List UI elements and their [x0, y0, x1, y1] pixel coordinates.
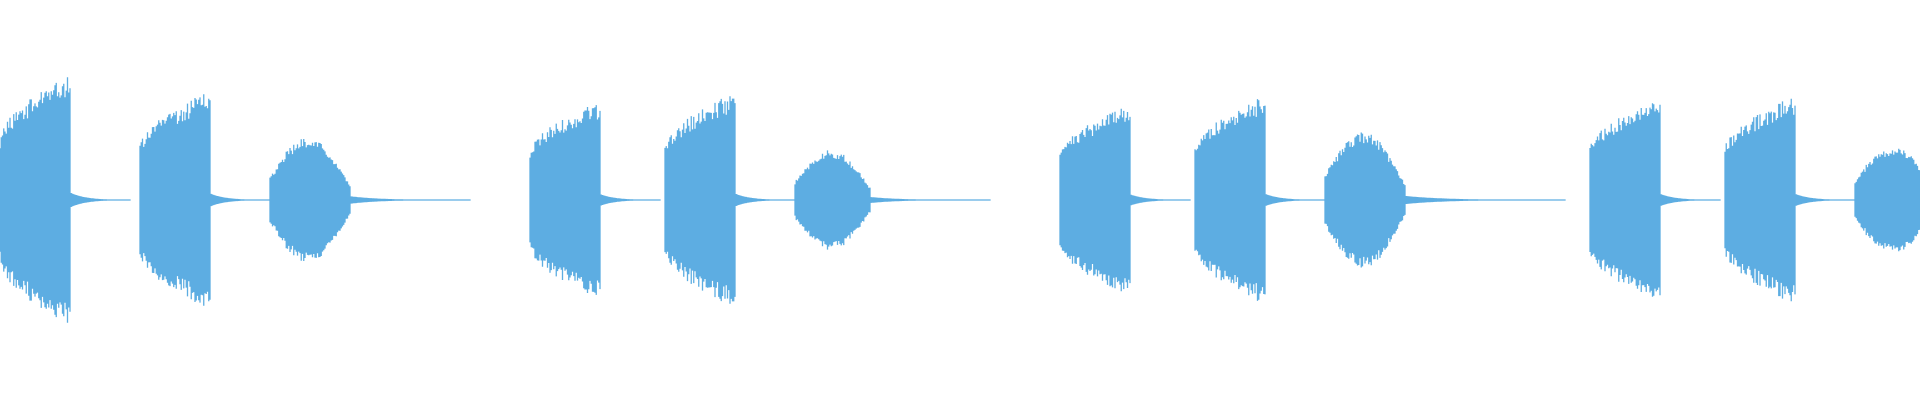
waveform-burst-path [1324, 132, 1566, 268]
waveform-burst-path [1724, 98, 1856, 302]
waveform-burst-path [0, 77, 131, 323]
waveform-burst-path [269, 139, 471, 261]
waveform-burst [1324, 132, 1566, 268]
waveform-burst-path [1194, 99, 1326, 301]
waveform-burst [529, 105, 661, 295]
waveform-burst [1724, 98, 1856, 302]
waveform-burst [1854, 148, 1920, 252]
waveform-burst-path [1589, 103, 1721, 297]
waveform-burst-path [139, 94, 271, 306]
waveform-burst [269, 139, 471, 261]
waveform-burst-path [794, 150, 991, 250]
waveform-burst-path [1059, 108, 1191, 292]
waveform-burst [794, 150, 991, 250]
waveform-burst-path [664, 96, 796, 304]
waveform-burst-path [529, 105, 661, 295]
waveform-burst [139, 94, 271, 306]
waveform-burst [664, 96, 796, 304]
waveform-burst [1589, 103, 1721, 297]
waveform-burst [1059, 108, 1191, 292]
waveform-burst [1194, 99, 1326, 301]
waveform-burst-path [1854, 148, 1920, 252]
waveform-burst [0, 77, 131, 323]
